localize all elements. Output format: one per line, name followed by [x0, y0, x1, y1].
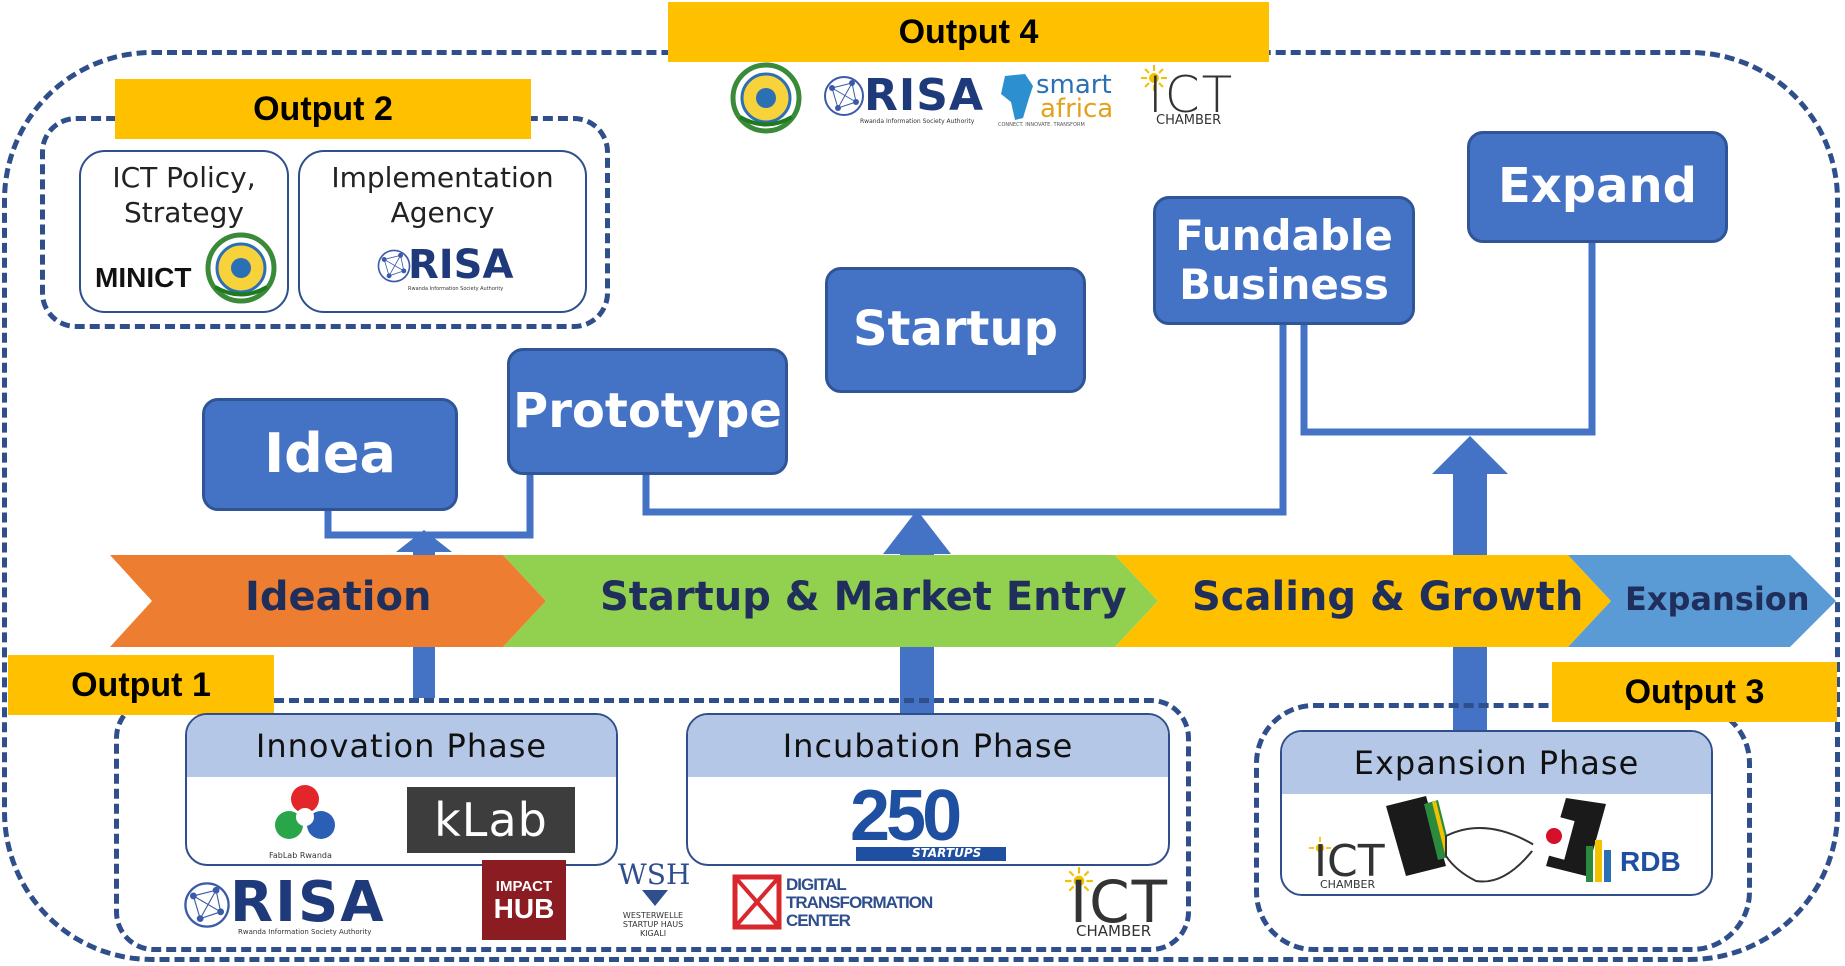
ict-chamber-logo-expansion: ICT — [1314, 836, 1385, 887]
minict-card: ICT Policy, Strategy MINICT — [79, 150, 289, 313]
handshake-icon — [1386, 796, 1606, 883]
ict-chamber-sub-bottom: CHAMBER — [1076, 922, 1152, 940]
incubation-phase-box: Incubation Phase 250 STARTUPS — [686, 713, 1170, 866]
output-2-label: Output 2 — [115, 79, 531, 139]
ict-chamber-sub-expansion: CHAMBER — [1320, 878, 1376, 891]
fablab-icon — [275, 785, 335, 839]
output-1-frame — [114, 698, 1191, 952]
rwanda-seal-icon — [730, 62, 802, 134]
fablab-caption: FabLab Rwanda — [269, 851, 332, 860]
wsh-triangle-icon — [642, 890, 668, 906]
phase-arrow-band — [110, 555, 1836, 647]
policy-text: ICT Policy, Strategy — [112, 161, 256, 229]
implementation-agency-card: Implementation Agency RISA Rwanda Inform… — [298, 150, 587, 313]
risa-logo-top: RISA — [864, 70, 984, 121]
risa-sub-bottom: Rwanda Information Society Authority — [238, 928, 372, 936]
250-logo-number: 250 — [850, 776, 962, 856]
incubation-phase-title: Incubation Phase — [688, 715, 1168, 777]
output-1-label: Output 1 — [8, 655, 274, 715]
risa-network-icon — [184, 882, 230, 928]
expansion-phase-box: Expansion Phase ICT CHAMBER RDB — [1280, 730, 1713, 896]
expansion-label: Expansion — [1625, 580, 1810, 618]
rwanda-seal-icon — [205, 232, 277, 304]
ideation-label: Ideation — [245, 574, 432, 620]
startup-market-chevron — [503, 555, 1158, 647]
startup-market-label: Startup & Market Entry — [600, 574, 1127, 620]
ideation-chevron — [110, 555, 546, 647]
africa-map-icon — [1001, 74, 1033, 120]
stage-prototype: Prototype — [507, 348, 788, 475]
ict-sun-icon — [1141, 65, 1167, 91]
250-startups-text: STARTUPS — [912, 846, 982, 860]
ict-sun-icon — [1065, 867, 1093, 895]
africa-logo-text: africa — [1040, 94, 1114, 124]
ict-chamber-sub-top: CHAMBER — [1156, 113, 1222, 128]
risa-network-icon — [377, 249, 411, 283]
fundable-connector — [1300, 240, 1596, 436]
stage-idea: Idea — [202, 398, 458, 511]
minict-logo-text: MINICT — [95, 262, 192, 293]
risa-sub-top: Rwanda Information Society Authority — [860, 118, 975, 125]
klab-text: kLab — [434, 793, 548, 847]
hub-text: HUB — [493, 892, 555, 924]
output-4-label: Output 4 — [668, 2, 1269, 62]
250-startups-bar — [856, 847, 1006, 861]
agency-text: Implementation Agency — [331, 161, 554, 229]
ict-chamber-logo-bottom: ICT — [1070, 868, 1170, 936]
impact-text: IMPACT — [495, 877, 553, 895]
wsh-sub: WESTERWELLE STARTUP HAUS KIGALI — [622, 911, 684, 938]
dtc-text: DIGITAL TRANSFORMATION CENTER — [786, 875, 933, 930]
scaling-growth-chevron — [1115, 555, 1611, 647]
innovation-phase-box: Innovation Phase FabLab Rwanda kLab — [185, 713, 618, 866]
ict-chamber-logo-top: ICT — [1148, 66, 1235, 124]
expansion-phase-title: Expansion Phase — [1282, 732, 1711, 794]
rdb-bars-icon — [1586, 840, 1611, 882]
innovation-phase-title: Innovation Phase — [187, 715, 616, 777]
wsh-logo-text: WSH — [618, 858, 691, 891]
output-3-label: Output 3 — [1552, 662, 1837, 722]
risa-logo-bottom: RISA — [230, 870, 386, 935]
klab-logo: kLab — [407, 787, 575, 853]
dtc-icon — [732, 874, 782, 930]
risa-sub-agency: Rwanda Information Society Authority — [408, 286, 504, 292]
rdb-logo-text: RDB — [1620, 846, 1681, 877]
startup-arrow-head — [883, 510, 951, 554]
stage-startup: Startup — [825, 267, 1086, 393]
stage-expand: Expand — [1467, 131, 1728, 243]
ict-sun-icon — [1308, 836, 1332, 860]
expansion-chevron — [1568, 555, 1836, 647]
risa-network-icon — [824, 76, 864, 116]
smart-africa-sub: CONNECT. INNOVATE. TRANSFORM — [998, 122, 1085, 128]
risa-logo-agency: RISA — [408, 242, 514, 288]
ideation-arrow-head — [396, 530, 452, 552]
output-3-frame — [1254, 703, 1752, 952]
smart-logo-text: smart — [1036, 70, 1112, 100]
scaling-arrow-head — [1432, 436, 1508, 474]
scaling-growth-label: Scaling & Growth — [1192, 574, 1584, 620]
stage-fundable-business: Fundable Business — [1153, 196, 1415, 325]
impact-hub-logo: IMPACT HUB — [482, 860, 566, 940]
prototype-connector — [642, 320, 1287, 516]
